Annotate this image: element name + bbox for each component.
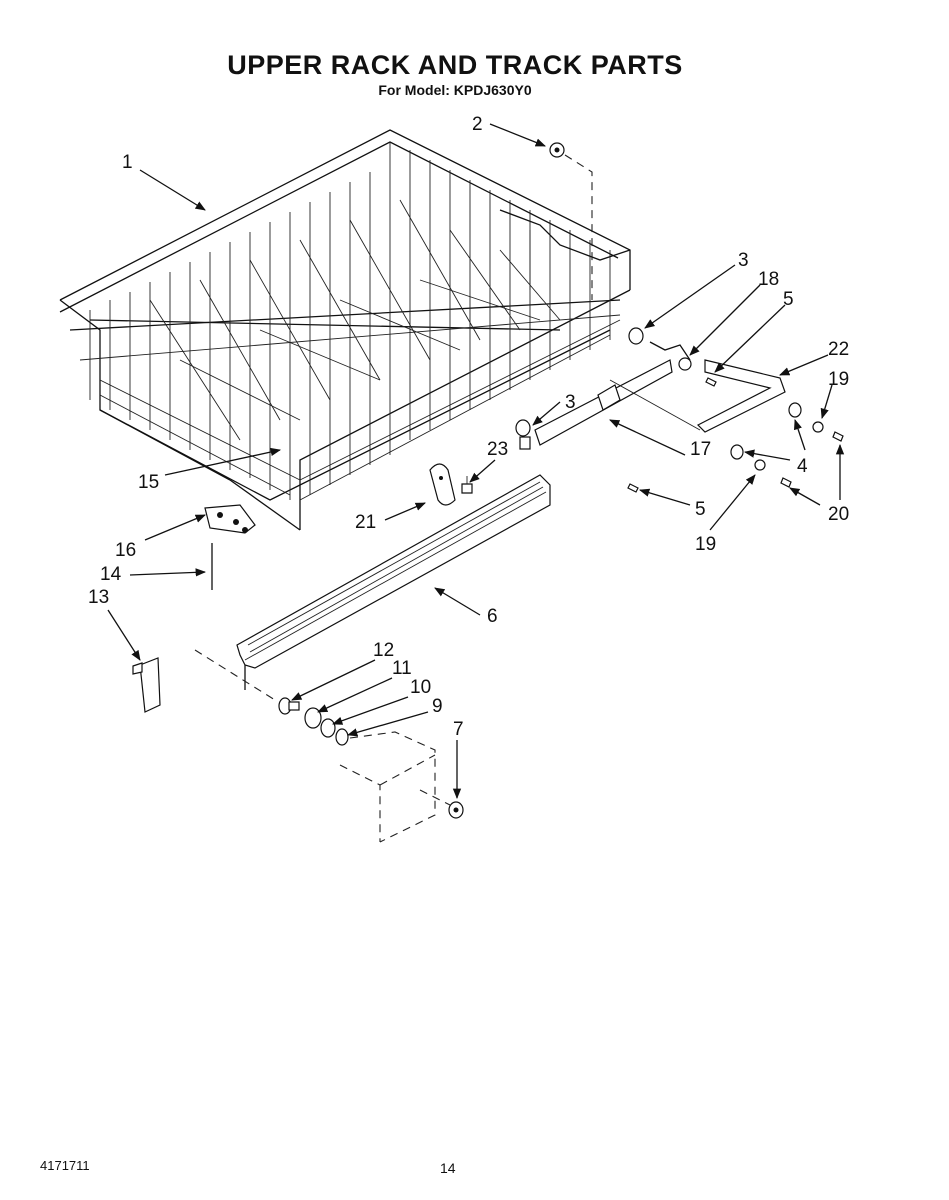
callout-5-top: 5: [783, 289, 794, 310]
callout-16: 16: [115, 540, 136, 561]
callout-21: 21: [355, 512, 376, 533]
page-number: 14: [440, 1160, 456, 1176]
callout-12: 12: [373, 640, 394, 661]
callout-23: 23: [487, 439, 508, 460]
callout-4: 4: [797, 456, 808, 477]
part-6-track: [194, 474, 551, 701]
bracket-assembly: [515, 327, 844, 493]
callout-10: 10: [410, 677, 431, 698]
part-13-stop: [132, 657, 161, 713]
callout-20: 20: [828, 504, 849, 525]
callout-5-bottom: 5: [695, 499, 706, 520]
callout-2: 2: [472, 114, 483, 135]
part-15-16: [204, 504, 256, 590]
callout-9: 9: [432, 696, 443, 717]
callout-22: 22: [828, 339, 849, 360]
callout-14: 14: [100, 564, 122, 585]
callout-7: 7: [453, 719, 464, 740]
callout-11: 11: [392, 658, 412, 679]
callout-6: 6: [487, 606, 498, 627]
page-title: UPPER RACK AND TRACK PARTS: [227, 50, 683, 80]
callout-3-top: 3: [738, 250, 749, 271]
callout-13: 13: [88, 587, 109, 608]
callout-19-bottom: 19: [695, 534, 716, 555]
track-end-parts: [278, 697, 464, 843]
callout-15: 15: [138, 472, 159, 493]
document-number: 4171711: [40, 1158, 90, 1173]
callout-1: 1: [122, 152, 133, 173]
callout-18: 18: [758, 269, 779, 290]
leader-lines: [107, 123, 845, 800]
part-2-nut: [549, 142, 593, 300]
callout-3-middle: 3: [565, 392, 576, 413]
upper-rack-basket: [59, 129, 631, 531]
model-subtitle: For Model: KPDJ630Y0: [378, 82, 532, 98]
callout-19-top: 19: [828, 369, 849, 390]
callout-17: 17: [690, 439, 711, 460]
part-21-23-clip: [429, 463, 473, 506]
callout-labels: 1 2 3 18 5 22 19 3 23 17 4 15 5 20 21 19…: [88, 114, 849, 740]
